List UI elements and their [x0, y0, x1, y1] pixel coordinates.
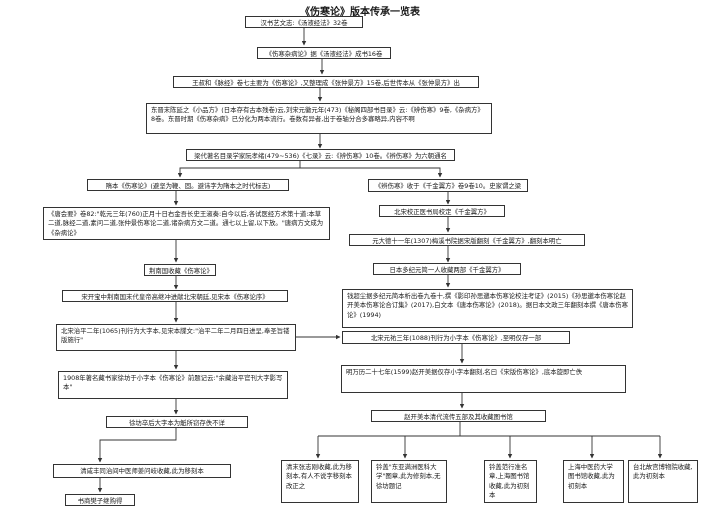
node-zhiping-large-print: 北宋治平二年(1065)刊行为大字本,见宋本牒文:"治平二年二月四日进呈,奉圣旨… [56, 324, 296, 351]
node-yuanyou-small-print: 北宋元祐三年(1088)刊行为小字本《伤寒论》,至明仅存一部 [342, 331, 570, 344]
node-taki-motokan: 日本多纪元简一人收藏两部《千金翼方》 [373, 263, 521, 275]
node-sui-edition: 隋本《伤寒论》(避坚为鞭、固。避讳字为隋本之时代标志) [87, 179, 289, 191]
node-xu-fang-after-death: 徐坊卒后大字本为觗所窃存佚不详 [106, 416, 248, 428]
node-qian-chaochen: 钱超尘据多纪元简本析出卷九卷十,撰《影印孙思邈本伤寒论校注考证》(2015)《孙… [342, 289, 633, 328]
node-five-copies: 赵开美本清代流传五部及其收藏图书馆 [371, 410, 546, 422]
node-taipei-palace-museum: 台北故宫博物院收藏,此为初刻本 [628, 460, 698, 503]
node-shanghai-library: 钤盖范行准名章,上海图书馆收藏,此为初刻本 [484, 460, 537, 503]
node-qianjin-yifang-liang: 《辨伤寒》收于《千金翼方》卷9卷10。史家谓之梁本 [368, 179, 528, 192]
node-shanghai-tcm-university: 上海中医药大学图书馆收藏,此为初刻本 [563, 460, 624, 503]
node-qilu: 梁代著名目录学家阮孝绪(479~536)《七录》云:《辨伤寒》10卷。《辨伤寒》… [186, 149, 455, 161]
node-zhao-kaimei: 明万历二十七年(1599)赵开美据仅存小字本翻刻,名曰《宋版伤寒论》,底本旋即亡… [341, 365, 626, 393]
node-wang-shuhe-maijing: 王叔和《脉经》卷七主要为《伤寒论》,又整理成《张仲景方》15卷,后世传本从《张仲… [173, 76, 479, 88]
node-jiang-wenqi: 清咸丰同治间中医师姜问岐收藏,此为移刻本 [53, 464, 231, 478]
node-hanshu-yiwenzhi: 汉书艺文志:《汤液经法》32卷 [245, 16, 363, 28]
page-title: 《伤寒论》版本传承一览表 [300, 7, 420, 18]
node-meixi-shuyuan: 元大德十一年(1307)梅溪书院据宋版翻刻《千金翼方》,翻刻本明亡 [349, 234, 585, 246]
arrow-n5-n15 [300, 167, 443, 178]
node-xu-fang-1908: 1908年著名藏书家徐坊于小字本《伤寒论》前题记云:"余藏治平官刊大字影写本" [58, 371, 288, 399]
node-fan-zijie: 书商樊子继购得 [65, 494, 135, 506]
node-jingnan-collection: 荆南国收藏《伤寒论》 [144, 264, 216, 276]
node-manchuria-medical: 钤盖"东亚满洲医科大学"图章,此为修刻本,无徐坊题记 [371, 460, 447, 503]
node-kaibao-tribute: 宋开宝中荆南国末代皇帝高继冲进献北宋朝廷,见宋本《伤寒论序》 [62, 290, 288, 302]
node-zhang-zhigang: 清末张志刚收藏,此为移刻本,有人不说字移刻本改正之 [281, 460, 359, 503]
node-song-jiaozheng: 北宋校正医书局校定《千金翼方》 [379, 205, 505, 217]
node-tang-huiyao: 《唐会要》卷82:"乾元三年(760)正月十日右金吾长史王淑奏:自今以后,各试医… [43, 207, 330, 240]
node-xiaopin-fang: 东晋末陈延之《小品方》(日本存有古本残卷)云,刘宋元徽元年(473)《秘阁四部书… [146, 103, 492, 134]
arrow-n5-n6 [177, 160, 301, 178]
arrow-n12-n13 [97, 428, 177, 463]
node-shanghan-zabing-lun: 《伤寒杂病论》据《汤液经法》成书16卷 [257, 47, 391, 59]
